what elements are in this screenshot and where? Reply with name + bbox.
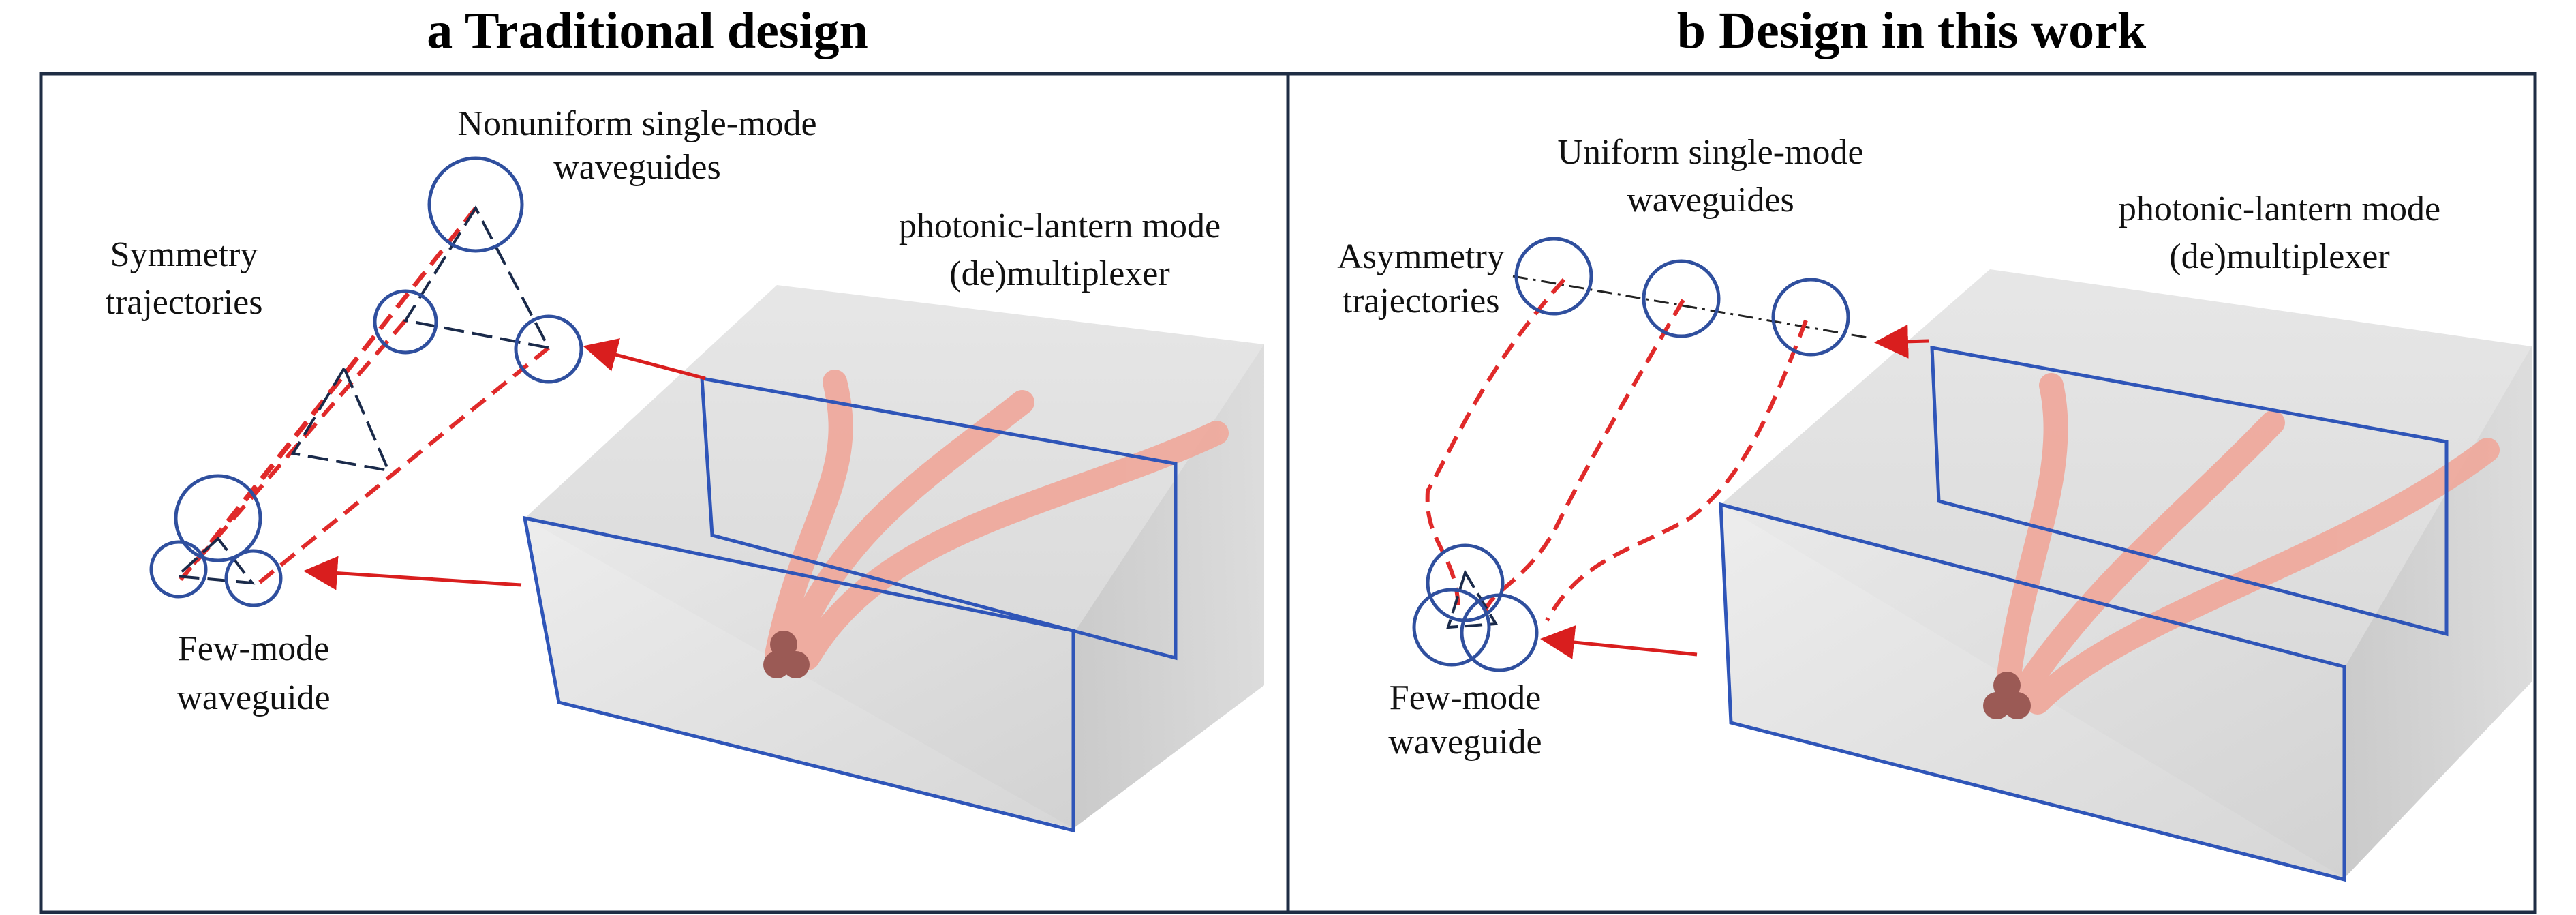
panel-b-plane-front (1719, 502, 2346, 882)
panel-b-arrow-bottom (1540, 625, 1698, 659)
panel-b-sm-circle-2 (1642, 259, 1721, 338)
panel-b-plane-back (1930, 345, 2449, 637)
panel-a-fiber-bundle (765, 370, 1229, 670)
panel-a-label-right-1: photonic-lantern mode (899, 207, 1221, 245)
panel-a-label-top-1: Nonuniform single-mode (457, 104, 816, 143)
panel-a-trajectories (174, 205, 551, 585)
panel-a-fm-circle-1 (174, 474, 262, 562)
panel-b-frame (1286, 72, 2537, 914)
panel-b-label-right-1: photonic-lantern mode (2119, 190, 2440, 228)
panel-a-label-top-2: waveguides (553, 148, 720, 187)
panel-a-label-right-2: (de)multiplexer (949, 254, 1169, 293)
panel-b-fm-circle-3 (1460, 593, 1539, 672)
panel-b-fiber-ends (1983, 672, 2031, 719)
panel-a-plane-back (700, 376, 1178, 661)
panel-b-label-top-1: Uniform single-mode (1557, 133, 1863, 172)
panel-a-fm-circle-3 (224, 549, 283, 608)
panel-a-label-bottom-1: Few-mode (178, 629, 329, 668)
panel-b-arrow-top (1874, 324, 1929, 359)
panel-b-lantern-box (1719, 269, 2532, 882)
panel-a-arrow-top (583, 338, 706, 380)
panel-a-sm-circle-small (373, 289, 438, 355)
panel-a-fiber-ends (763, 631, 810, 678)
panel-a-plane-front (522, 515, 1075, 833)
panel-b-label-left-1: Asymmetry (1337, 237, 1505, 276)
panel-a-arrow-bottom (303, 556, 522, 590)
panel-b-sm-circle-1 (1514, 237, 1593, 316)
panel-b-label-top-2: waveguides (1627, 181, 1794, 220)
panel-a-sm-circle-large (427, 156, 524, 253)
panel-b-waveguide-circles (1412, 237, 1850, 672)
panel-b-fm-circle-1 (1426, 543, 1505, 622)
panel-a-label-bottom-2: waveguide (177, 678, 330, 717)
panel-b-fm-circle-2 (1412, 588, 1491, 667)
panel-a-lantern-box (522, 285, 1264, 833)
panel-b-title: b Design in this work (1676, 2, 2147, 59)
panel-b-sm-circle-3 (1771, 278, 1850, 357)
panel-a-sm-circle-mid (514, 314, 583, 384)
panel-b-label-right-2: (de)multiplexer (2169, 237, 2389, 276)
panel-b-label-bottom-2: waveguide (1388, 723, 1542, 762)
panel-b-label-bottom-1: Few-mode (1390, 678, 1541, 717)
panel-b-trajectories (1425, 275, 1868, 629)
panel-a-label-left-1: Symmetry (110, 235, 258, 274)
panel-b-label-left-2: trajectories (1343, 282, 1500, 320)
panel-a-waveguide-circles (149, 156, 583, 608)
panel-a-title: a Traditional design (427, 2, 868, 59)
panel-a-label-left-2: trajectories (106, 283, 263, 322)
panel-a-fm-circle-2 (149, 540, 208, 599)
